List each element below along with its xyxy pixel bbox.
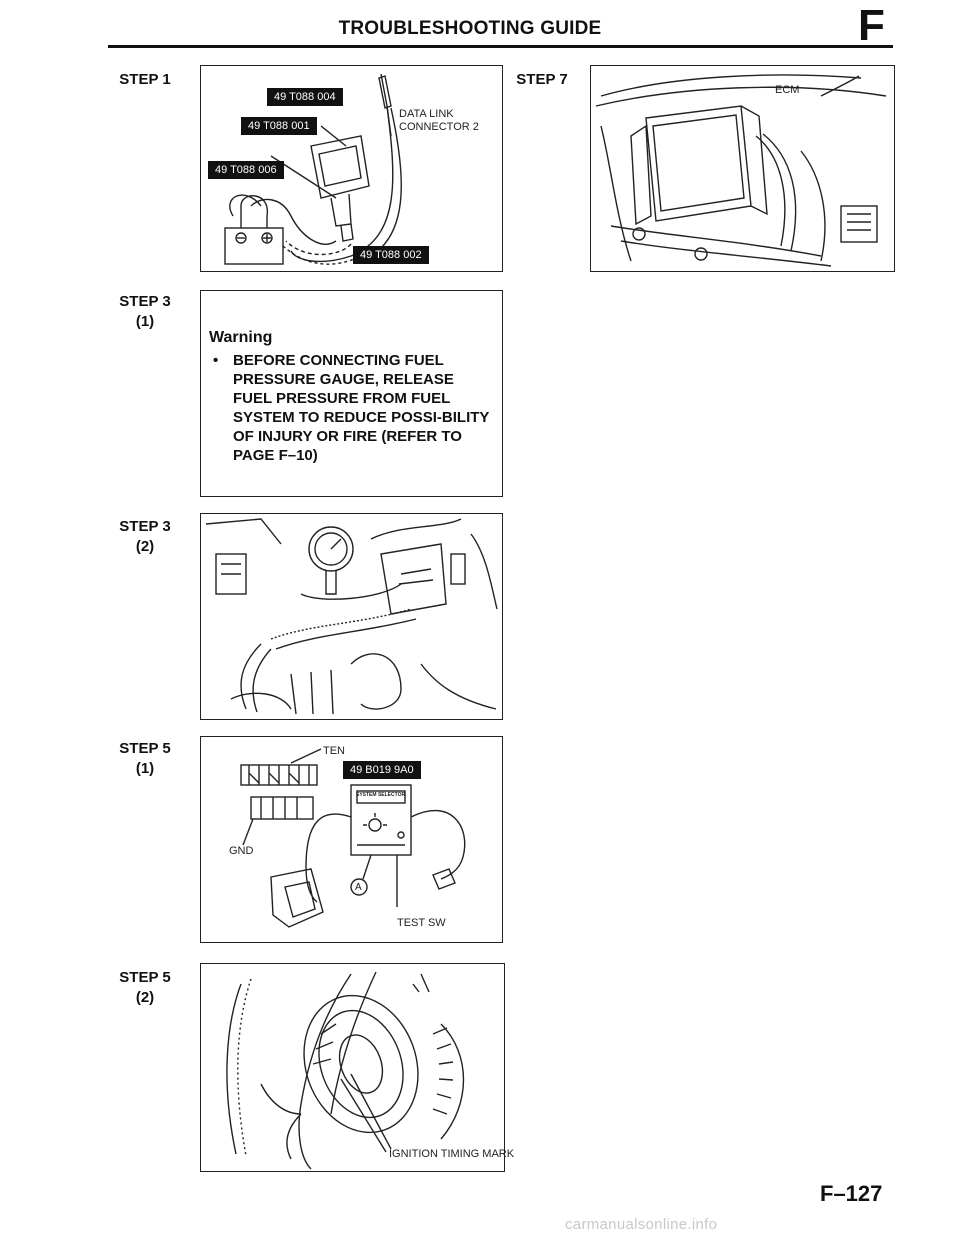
step-label-text: STEP 3 xyxy=(119,293,171,310)
warning-title: Warning xyxy=(209,329,273,346)
watermark: carmanualsonline.info xyxy=(565,1216,718,1233)
gnd-callout: GND xyxy=(229,845,254,857)
ignition-timing-mark-illustration xyxy=(226,971,465,1170)
timing-mark-callout: IGNITION TIMING MARK xyxy=(389,1148,515,1160)
page-number: F–127 xyxy=(820,1181,883,1206)
page-title: TROUBLESHOOTING GUIDE xyxy=(338,18,602,39)
data-link-callout: DATA LINK CONNECTOR 2 xyxy=(399,108,479,134)
step-label-5-2: STEP 5 (2) xyxy=(100,968,190,1008)
warning-body: BEFORE CONNECTING FUEL PRESSURE GAUGE, R… xyxy=(233,352,490,464)
figure-step-5-1: 49 B019 9A0 TEN GND TEST SW A SYSTEM SEL… xyxy=(200,736,503,943)
tool-tag: 49 T088 006 xyxy=(208,161,284,179)
figure-step-5-2: IGNITION TIMING MARK xyxy=(200,963,514,1172)
step-label-5-1: STEP 5 (1) xyxy=(100,739,190,779)
step-label-7: STEP 7 xyxy=(497,70,587,90)
warning-text: • BEFORE CONNECTING FUEL PRESSURE GAUGE,… xyxy=(209,351,494,465)
warning-box: Warning • BEFORE CONNECTING FUEL PRESSUR… xyxy=(200,290,503,497)
step-label-1: STEP 1 xyxy=(100,70,190,90)
ten-callout: TEN xyxy=(323,745,345,757)
bullet: • xyxy=(213,352,219,369)
tool-tag: 49 T088 004 xyxy=(267,88,343,106)
step-label-sub: (1) xyxy=(135,313,155,330)
step-label-text: STEP 7 xyxy=(516,71,568,88)
callout-line: CONNECTOR 2 xyxy=(399,121,479,133)
ecm-callout: ECM xyxy=(775,84,800,96)
section-letter: F xyxy=(858,1,885,50)
step-label-sub: (2) xyxy=(135,989,155,1006)
marker-a: A xyxy=(355,882,362,893)
figure-step-7: ECM xyxy=(590,65,895,272)
step-label-3-1: STEP 3 (1) xyxy=(100,292,190,332)
diagnostic-hookup-illustration xyxy=(224,73,402,265)
selector-label: SYSTEM SELECTOR xyxy=(356,792,406,798)
step-label-text: STEP 3 xyxy=(119,518,171,535)
callout-line: DATA LINK xyxy=(399,108,454,120)
step-label-sub: (1) xyxy=(135,760,155,777)
header-rule xyxy=(108,45,893,48)
tool-tag: 49 B019 9A0 xyxy=(343,761,421,779)
step-label-text: STEP 1 xyxy=(119,71,171,88)
figure-step-3-2 xyxy=(200,513,503,720)
step-label-text: STEP 5 xyxy=(119,740,171,757)
tool-tag: 49 T088 002 xyxy=(353,246,429,264)
figure-step-1: 49 T088 004 49 T088 001 49 T088 006 49 T… xyxy=(200,65,503,272)
step-label-text: STEP 5 xyxy=(119,969,171,986)
ecm-location-illustration xyxy=(595,74,887,267)
fuel-pressure-gauge-illustration xyxy=(205,518,498,715)
tool-tag: 49 T088 001 xyxy=(241,117,317,135)
system-selector-hookup-illustration xyxy=(240,748,466,928)
test-sw-callout: TEST SW xyxy=(397,917,446,929)
step-label-3-2: STEP 3 (2) xyxy=(100,517,190,557)
step-label-sub: (2) xyxy=(135,538,155,555)
